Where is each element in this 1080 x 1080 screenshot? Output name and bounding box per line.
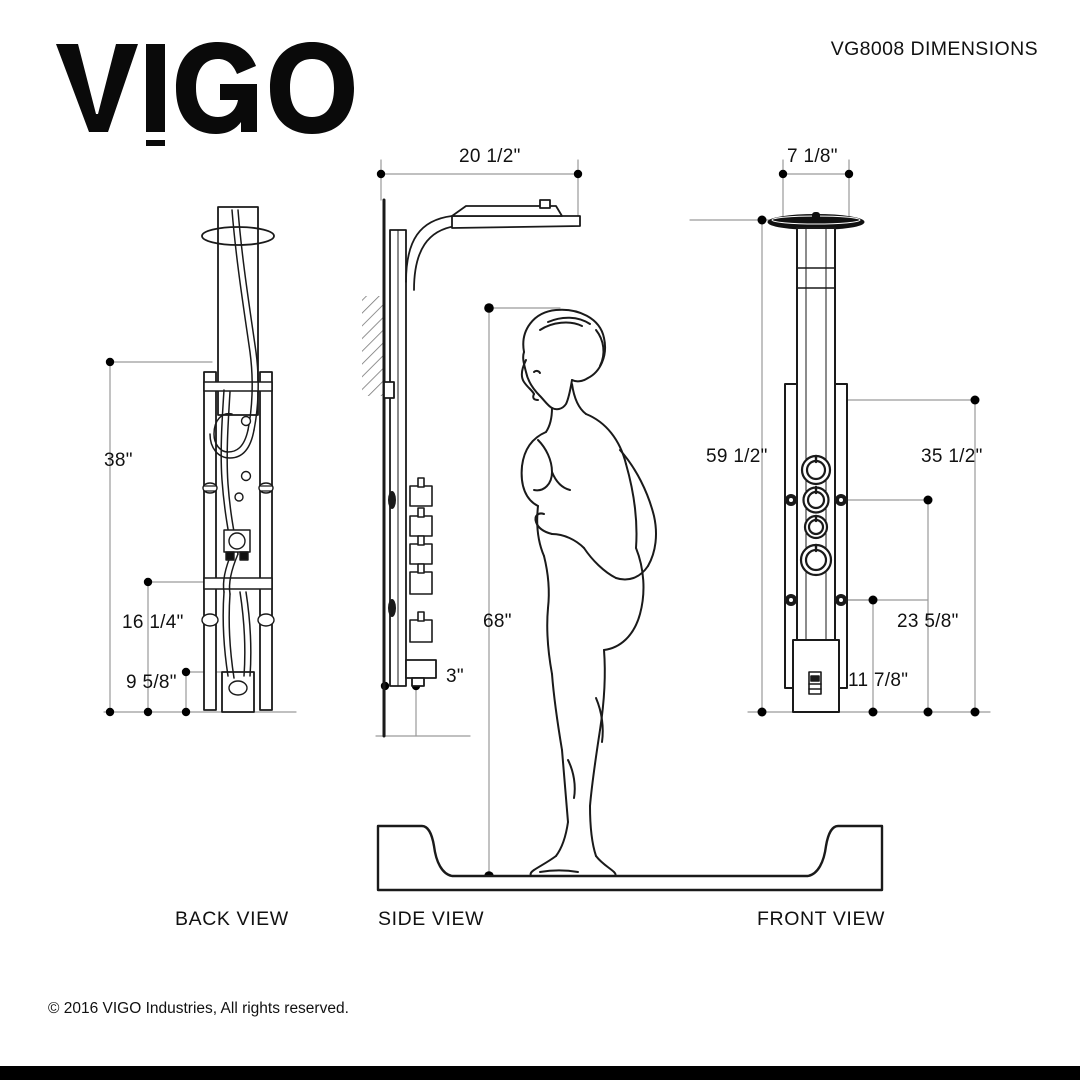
dimension-label-side-20-1-2: 20 1/2"	[459, 146, 521, 167]
dimension-label-back-16-1-4: 16 1/4"	[122, 612, 184, 633]
human-figure	[520, 308, 657, 879]
dimension-label-front-35-1-2: 35 1/2"	[921, 446, 983, 467]
side-body-jets	[409, 477, 433, 643]
dimension-label-side-68: 68"	[483, 611, 512, 632]
dimension-label-front-7-1-8: 7 1/8"	[787, 146, 838, 167]
page-title: VG8008 DIMENSIONS	[830, 38, 1038, 60]
bottom-bar	[0, 1066, 1080, 1080]
vigo-logo-mark	[56, 42, 354, 146]
dimension-label-front-59-1-2: 59 1/2"	[706, 446, 768, 467]
back-view-drawing	[103, 206, 297, 717]
wall-section	[362, 198, 386, 738]
dimension-label-front-11-7-8: 11 7/8"	[848, 670, 909, 691]
copyright-notice: © 2016 VIGO Industries, All rights reser…	[48, 1000, 349, 1017]
rain-shower-head	[767, 212, 865, 230]
side-view-drawing	[362, 159, 884, 892]
vigo-logo	[48, 36, 368, 146]
view-label-back: BACK VIEW	[175, 908, 289, 930]
dimension-label-side-3: 3"	[446, 666, 464, 687]
view-label-front: FRONT VIEW	[757, 908, 886, 930]
view-label-side: SIDE VIEW	[378, 908, 485, 930]
dimension-label-back-38: 38"	[104, 450, 133, 471]
dimension-label-front-23-5-8: 23 5/8"	[897, 611, 959, 632]
shower-base	[376, 824, 884, 892]
front-control-dials	[799, 454, 833, 577]
rail-screws	[785, 494, 847, 606]
dimension-label-back-9-5-8: 9 5/8"	[126, 672, 177, 693]
front-view-drawing	[689, 159, 991, 717]
